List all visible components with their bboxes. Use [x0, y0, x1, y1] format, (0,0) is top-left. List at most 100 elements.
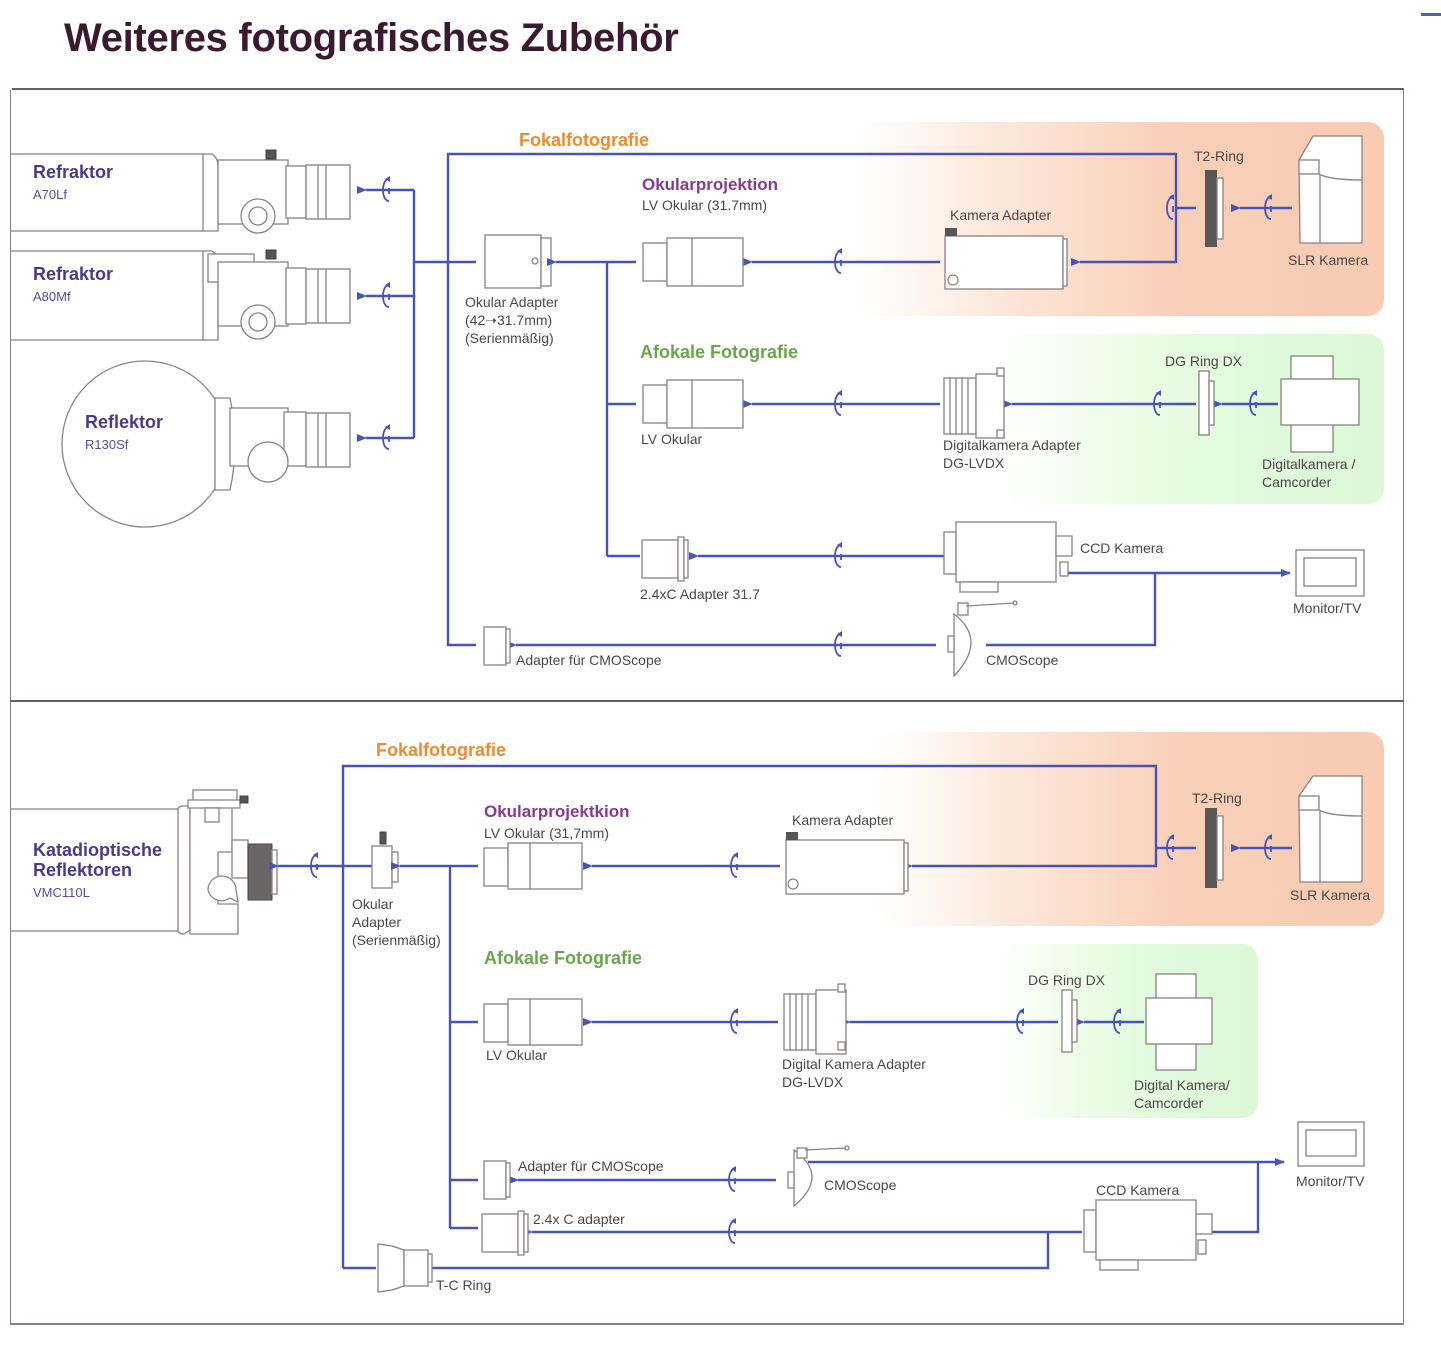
top-afokal-okular-illustration: [642, 379, 744, 429]
bottom-2-4xc-adapter-illustration: [481, 1210, 529, 1256]
top-cmoscope-lines: [507, 630, 936, 657]
bottom-digital-kamera-adapter-model: DG-LVDX: [782, 1074, 844, 1090]
bottom-ccd-lines: [343, 1217, 1082, 1272]
reflektor-r130sf-illustration: [61, 360, 351, 528]
bottom-okularprojektion-lines: [391, 851, 780, 1228]
bottom-afokal-lines: [450, 1007, 1144, 1034]
bottom-lv-okular-illustration: [483, 842, 583, 890]
top-okularprojektion-eyepiece-label: LV Okular (31.7mm): [642, 197, 767, 213]
bottom-fokal-heading: Fokalfotografie: [376, 740, 507, 760]
top-digitalkamera-adapter-label: Digitalkamera Adapter: [943, 437, 1081, 453]
top-okularprojektion-lines: [547, 247, 940, 556]
top-digitalkamera-adapter-illustration: [943, 367, 1005, 439]
bottom-okular-adapter-illustration: [371, 831, 399, 889]
bottom-t2-ring-illustration: [1205, 808, 1224, 888]
bottom-okularprojektion-heading: Okularprojektkion: [484, 802, 630, 821]
top-ccd-lines: [607, 541, 1291, 647]
top-fokal-lines: [446, 152, 1292, 647]
top-afokal-heading: Afokale Fotografie: [640, 342, 799, 362]
top-panel: [10, 90, 1404, 700]
bottom-monitor-illustration: [1297, 1121, 1365, 1167]
bottom-cmoscope-adapter-illustration: [483, 1160, 511, 1200]
top-cmoscope-illustration: [947, 600, 1018, 678]
bottom-digital-kamera-adapter-label: Digital Kamera Adapter: [782, 1056, 926, 1072]
refraktor-a80mf-illustration: [10, 249, 351, 341]
top-cmoscope-adapter-illustration: [483, 626, 511, 666]
scope-name-a70lf: Refraktor: [33, 162, 114, 182]
refraktor-a70lf-illustration: [10, 149, 351, 234]
top-lv-okular-illustration: [642, 237, 744, 287]
bottom-okular-adapter-label-2: Adapter: [352, 914, 402, 930]
top-afokal-lines: [607, 389, 1278, 416]
bottom-dg-ring-illustration: [1061, 989, 1078, 1053]
bottom-monitor-label: Monitor/TV: [1296, 1173, 1365, 1189]
bottom-okular-adapter-label: Okular: [352, 896, 394, 912]
top-ccd-camera-label: CCD Kamera: [1080, 540, 1164, 556]
bottom-t2-ring-label: T2-Ring: [1192, 790, 1242, 806]
bottom-2-4xc-adapter-label: 2.4x C adapter: [533, 1211, 625, 1227]
bottom-digital-kamera-label: Digital Kamera/: [1134, 1077, 1230, 1093]
top-monitor-label: Monitor/TV: [1293, 600, 1362, 616]
slr-camera-illustration: [1298, 135, 1363, 244]
panel-divider: [10, 700, 1404, 702]
okular-adapter-illustration: [484, 234, 552, 289]
bottom-afokal-eyepiece-label: LV Okular: [486, 1047, 548, 1063]
okular-adapter-note: (Serienmäßig): [465, 330, 554, 346]
bottom-cmoscope-label: CMOScope: [824, 1177, 897, 1193]
top-scope-connectors: [357, 175, 476, 450]
top-fokal-heading: Fokalfotografie: [519, 130, 650, 150]
bottom-cmoscope-lines: [450, 1158, 1285, 1234]
bottom-slr-camera-label: SLR Kamera: [1290, 887, 1371, 903]
title-rule: [12, 88, 1404, 90]
top-okularprojektion-heading: Okularprojektion: [642, 175, 779, 194]
top-dg-ring-label: DG Ring DX: [1165, 353, 1243, 369]
bottom-cmoscope-illustration: [787, 1145, 850, 1208]
t2-ring-illustration: [1205, 170, 1224, 247]
bottom-ccd-camera-label: CCD Kamera: [1096, 1182, 1180, 1198]
scope-name-vmc110l-line2: Reflektoren: [33, 860, 133, 880]
top-kamera-adapter-label: Kamera Adapter: [950, 207, 1052, 223]
top-slr-camera-label: SLR Kamera: [1288, 252, 1369, 268]
bottom-afokal-background: [1000, 944, 1258, 1118]
bottom-dg-ring-label: DG Ring DX: [1028, 972, 1106, 988]
tc-ring-illustration: [377, 1243, 433, 1293]
top-ccd-camera-illustration: [943, 521, 1073, 593]
top-digitalkamera-illustration: [1280, 355, 1360, 453]
top-2-4xc-adapter-label: 2.4xC Adapter 31.7: [640, 586, 760, 602]
bottom-camcorder-label: Camcorder: [1134, 1095, 1204, 1111]
vmc110l-illustration: [10, 789, 278, 935]
top-2-4xc-adapter-illustration: [641, 536, 689, 582]
scope-name-r130sf: Reflektor: [85, 412, 164, 432]
top-digitalkamera-adapter-model: DG-LVDX: [943, 455, 1005, 471]
top-monitor-illustration: [1295, 549, 1365, 597]
bottom-slr-camera-illustration: [1298, 775, 1363, 883]
page-title: Weiteres fotografisches Zubehör: [64, 16, 679, 60]
bottom-kamera-adapter-illustration: [785, 832, 909, 895]
bottom-fokal-lines: [341, 764, 1292, 1268]
bottom-afokal-okular-illustration: [483, 998, 583, 1046]
top-camcorder-label: Camcorder: [1262, 474, 1332, 490]
bottom-ccd-camera-illustration: [1083, 1199, 1213, 1271]
bottom-scope-connectors: [269, 851, 376, 878]
bottom-kamera-adapter-label: Kamera Adapter: [792, 812, 894, 828]
bottom-digital-kamera-illustration: [1145, 973, 1213, 1071]
corner-mark: [1421, 13, 1441, 16]
scope-model-a70lf: A70Lf: [33, 187, 67, 202]
scope-name-a80mf: Refraktor: [33, 264, 114, 284]
top-kamera-adapter-illustration: [944, 228, 1068, 290]
bottom-digital-kamera-adapter-illustration: [783, 983, 847, 1055]
scope-model-a80mf: A80Mf: [33, 289, 71, 304]
okular-adapter-size: (42➝31.7mm): [465, 312, 553, 328]
scope-model-vmc110l: VMC110L: [33, 885, 90, 900]
scope-name-vmc110l-line1: Katadioptische: [33, 840, 163, 860]
top-cmoscope-adapter-label: Adapter für CMOScope: [516, 652, 662, 668]
top-afokal-eyepiece-label: LV Okular: [641, 431, 703, 447]
okular-adapter-label: Okular Adapter: [465, 294, 559, 310]
top-dg-ring-illustration: [1198, 370, 1215, 436]
bottom-okularprojektion-eyepiece-label: LV Okular (31,7mm): [484, 825, 609, 841]
scope-model-r130sf: R130Sf: [85, 437, 129, 452]
bottom-okular-adapter-note: (Serienmäßig): [352, 932, 441, 948]
top-t2-ring-label: T2-Ring: [1194, 148, 1244, 164]
top-cmoscope-label: CMOScope: [986, 652, 1059, 668]
